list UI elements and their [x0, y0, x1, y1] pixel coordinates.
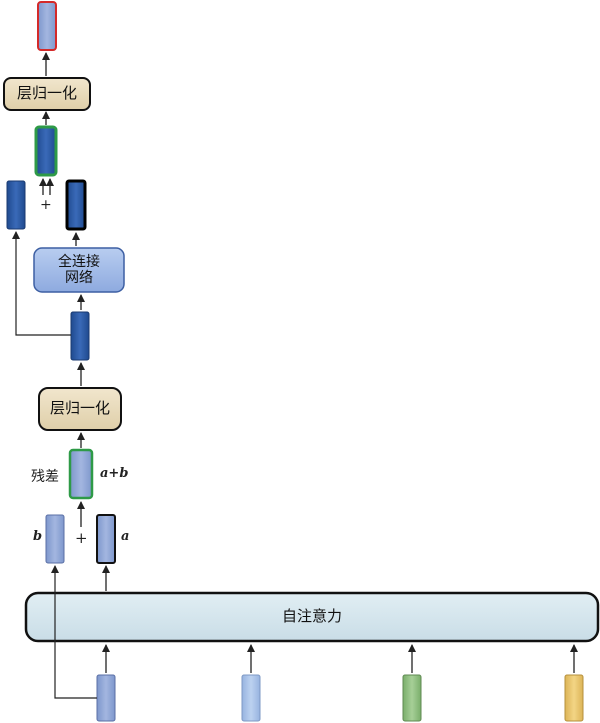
residual-line-hidden-to-left [12, 231, 71, 336]
layernorm-top-box [3, 77, 91, 111]
sum-label: a+b [100, 466, 129, 481]
vector-hidden [70, 311, 90, 361]
input-token-4 [564, 674, 584, 722]
vector-residual-sum [68, 448, 94, 500]
label-b: b [33, 529, 43, 544]
input-token-1 [96, 674, 116, 722]
vector-a [96, 514, 116, 564]
vector-b [45, 514, 65, 564]
plus-top: + [40, 197, 52, 213]
input-token-3 [402, 674, 422, 722]
self-attention-box [24, 591, 600, 643]
layernorm-bottom-box [38, 387, 122, 431]
residual-line-input-to-b [51, 565, 97, 699]
residual-label: 残差 [31, 469, 59, 485]
plus-bottom: + [75, 529, 88, 547]
vector-residual-sum-top [34, 125, 58, 177]
ffn-box [33, 247, 125, 293]
input-token-2 [241, 674, 261, 722]
label-a: a [121, 529, 130, 544]
vector-final-output [37, 1, 57, 51]
vector-ffn-output [65, 179, 87, 231]
vector-skip [6, 180, 26, 230]
